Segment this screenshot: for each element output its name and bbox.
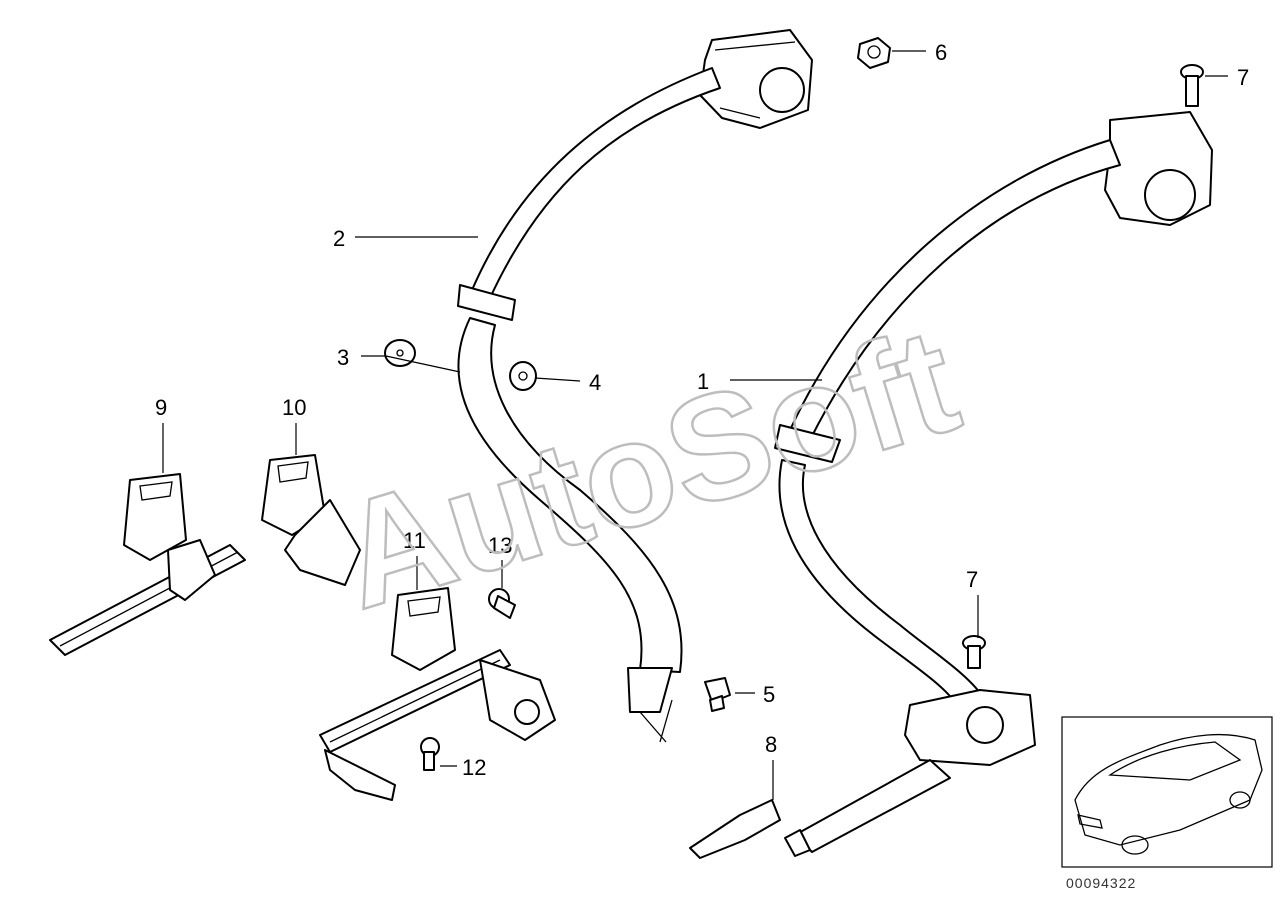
callout-label-4: 4 — [589, 370, 601, 395]
nut-part-6[interactable] — [857, 37, 891, 69]
callout-label-13: 13 — [488, 533, 512, 558]
buckle-part-10[interactable] — [261, 454, 361, 586]
bolt-part-12[interactable] — [420, 737, 440, 771]
callout-label-8: 8 — [765, 732, 777, 757]
callout-label-1: 1 — [697, 369, 709, 394]
buckle-part-11[interactable] — [319, 587, 556, 801]
seat-belt-part-2[interactable] — [457, 29, 813, 743]
cap-part-4[interactable] — [509, 361, 537, 391]
cover-part-8[interactable] — [689, 799, 781, 859]
callout-label-3: 3 — [337, 345, 349, 370]
callout-label-11: 11 — [403, 528, 426, 553]
diagram-id: 00094322 — [1066, 875, 1136, 891]
callout-label-9: 9 — [155, 395, 167, 420]
leader-lines — [162, 50, 1228, 800]
buckle-part-9[interactable] — [49, 473, 246, 656]
callout-label-2: 2 — [333, 226, 345, 251]
bolt-part-7-upper[interactable] — [1180, 64, 1204, 107]
vehicle-thumbnail — [1061, 716, 1273, 868]
bolt-part-13[interactable] — [488, 588, 516, 619]
callout-label-12: 12 — [462, 755, 486, 780]
callout-label-7-lower: 7 — [966, 567, 978, 592]
callout-label-6: 6 — [935, 40, 947, 65]
seat-belt-part-1[interactable] — [774, 111, 1213, 857]
bolt-part-5[interactable] — [704, 677, 731, 712]
callout-label-10: 10 — [282, 395, 306, 420]
bolt-part-7-lower[interactable] — [962, 635, 986, 669]
callout-label-5: 5 — [763, 682, 775, 707]
callout-label-7-upper: 7 — [1237, 65, 1249, 90]
cap-part-3[interactable] — [384, 339, 416, 367]
